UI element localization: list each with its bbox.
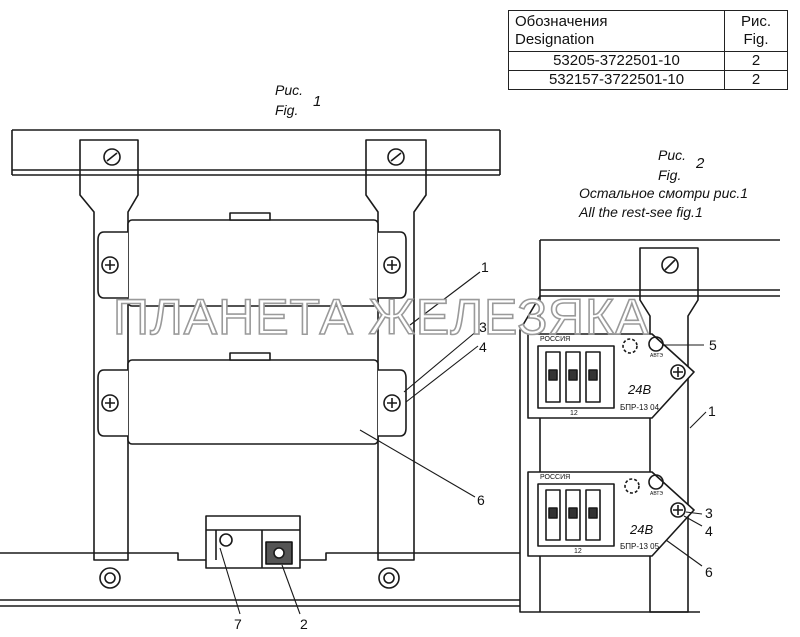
screw-icon — [383, 394, 401, 412]
callout-4: 4 — [479, 339, 487, 355]
fig2-frame-rail — [539, 239, 780, 297]
upper-block-tab — [229, 212, 271, 221]
fuse-element — [568, 507, 578, 519]
screw-slot — [673, 367, 683, 377]
leader-3 — [403, 329, 479, 393]
hole-icon — [624, 478, 640, 494]
fig-header-ru: Рис. — [740, 13, 772, 30]
leader-6b — [665, 539, 703, 567]
upper-block-voltage: 24В — [627, 382, 651, 397]
bolt-inner — [383, 572, 395, 584]
upper-block-number: 12 — [570, 410, 578, 417]
screw-slot — [105, 398, 115, 408]
bolt-slot — [664, 259, 676, 271]
bolt-icon — [103, 148, 121, 166]
fuse-element — [568, 369, 578, 381]
screw-icon — [670, 364, 686, 380]
upper-block-brand: РОССИЯ — [540, 336, 570, 343]
top-frame-rail — [11, 129, 501, 176]
leader-4b — [683, 515, 703, 527]
test-terminal-icon — [648, 474, 664, 490]
lower-block-brand: РОССИЯ — [540, 474, 570, 481]
lower-block-tab — [229, 352, 271, 361]
fig2-note-en: All the rest-see fig.1 — [578, 204, 703, 220]
table-row: 53205-3722501-10 2 — [508, 51, 788, 71]
screw-icon — [670, 502, 686, 518]
leader-7 — [219, 547, 241, 615]
callout-2: 2 — [300, 616, 308, 632]
screw-icon — [101, 394, 119, 412]
callout-3: 3 — [705, 505, 713, 521]
screw-slot — [387, 398, 397, 408]
designation-cell: 532157-3722501-10 — [508, 70, 725, 90]
callout-4: 4 — [705, 523, 713, 539]
fig2-assembly — [519, 239, 780, 613]
fig-cell: 2 — [724, 70, 788, 90]
leader-4 — [405, 345, 479, 403]
designation-header-ru: Обозначения — [515, 13, 608, 30]
fig1-number: 1 — [313, 93, 321, 110]
screw-slot — [673, 505, 683, 515]
lower-fuse-block — [127, 359, 379, 445]
fig2-caption-en: Fig. — [658, 167, 681, 183]
table-row: 532157-3722501-10 2 — [508, 70, 788, 90]
clamp-bolt-icon — [219, 533, 233, 547]
left-bracket — [79, 139, 139, 561]
fuse-element — [548, 369, 558, 381]
test-terminal-icon — [648, 336, 664, 352]
fig2-plate — [519, 295, 700, 613]
callout-6: 6 — [477, 492, 485, 508]
bolt-icon — [378, 567, 400, 589]
screw-slot — [105, 260, 115, 270]
bolt-slot — [106, 152, 118, 162]
leader-3b — [685, 511, 703, 515]
fuse-element — [548, 507, 558, 519]
right-bracket — [365, 139, 427, 561]
fig-header: Рис. Fig. — [724, 10, 788, 52]
leader-1b — [689, 411, 707, 429]
upper-block-mark: АВТЭ — [650, 353, 663, 359]
watermark: ПЛАНЕТА ЖЕЛЕЗЯКА — [113, 289, 649, 345]
callout-3: 3 — [479, 319, 487, 335]
upper-block-model: БПР-13 04 — [620, 403, 660, 412]
screw-icon — [383, 256, 401, 274]
leader-2 — [281, 564, 301, 615]
bolt-icon — [387, 148, 405, 166]
fig2-note-ru: Остальное смотри рис.1 — [579, 185, 748, 201]
fig1-caption-ru: Рис. — [275, 82, 303, 98]
screw-slot — [387, 260, 397, 270]
callout-1: 1 — [481, 259, 489, 275]
bolt-inner — [104, 572, 116, 584]
nut-icon — [273, 547, 285, 559]
fig1-assembly — [0, 129, 520, 615]
hole-icon — [622, 338, 638, 354]
lower-block-model: БПР-13 05 — [620, 542, 660, 551]
lower-block-voltage: 24В — [629, 522, 653, 537]
callout-6: 6 — [705, 564, 713, 580]
fig-header-en: Fig. — [743, 31, 769, 48]
bolt-icon — [661, 256, 679, 274]
designation-header: Обозначения Designation — [508, 10, 725, 52]
callout-7: 7 — [234, 616, 242, 632]
fig2-caption-ru: Рис. — [658, 147, 686, 163]
callout-1: 1 — [708, 403, 716, 419]
fuse-element — [588, 507, 598, 519]
fig2-number: 2 — [695, 155, 705, 172]
leader-1 — [409, 271, 481, 326]
fig1-caption-en: Fig. — [275, 102, 298, 118]
designation-header-en: Designation — [515, 31, 595, 48]
clamp-lines — [206, 529, 300, 568]
designation-table: Обозначения Designation Рис. Fig. 53205-… — [508, 10, 788, 90]
bolt-icon — [99, 567, 121, 589]
leader-6 — [359, 429, 476, 498]
lower-block-number: 12 — [574, 548, 582, 555]
screw-icon — [101, 256, 119, 274]
callout-5: 5 — [709, 337, 717, 353]
lower-block-mark: АВТЭ — [650, 491, 663, 497]
fuse-element — [588, 369, 598, 381]
bolt-slot — [390, 152, 402, 162]
